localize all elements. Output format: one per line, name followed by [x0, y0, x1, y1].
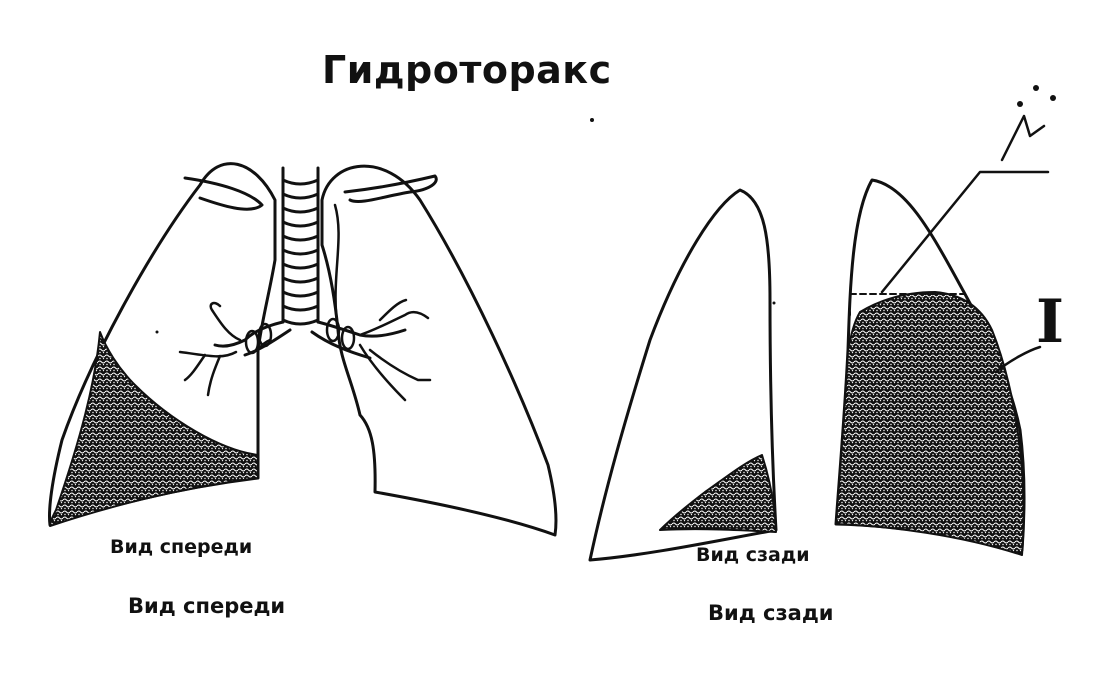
trachea-outline — [281, 166, 320, 324]
right-clavicle — [343, 174, 438, 203]
marker-two-glyph — [1000, 114, 1046, 162]
mediastinum-right — [333, 203, 340, 332]
left-bronchi-branches — [178, 301, 242, 397]
stray-dot-3 — [772, 301, 776, 305]
stray-dot — [590, 118, 594, 122]
front-fluid-shading — [49, 331, 259, 527]
marker-dot-b — [1033, 85, 1039, 91]
back-left-lung-outline — [588, 188, 778, 562]
leader-line-level-one — [994, 345, 1042, 374]
front-view-label-b: Вид спереди — [128, 594, 286, 618]
level-one-marker: I — [1036, 287, 1065, 357]
front-view-label-a: Вид спереди — [110, 536, 253, 558]
diagram-title: Гидроторакс — [322, 48, 612, 92]
back-view-group — [155, 85, 1056, 562]
back-view-label-a: Вид сзади — [696, 544, 810, 566]
trachea-rings — [281, 178, 320, 326]
marker-dot-c — [1050, 95, 1056, 101]
front-view-group — [48, 162, 558, 537]
mediastinum-left — [256, 338, 272, 352]
left-main-bronchus — [213, 320, 292, 357]
right-bronchi-branches — [358, 298, 432, 402]
leader-line-level-two — [880, 170, 1050, 294]
marker-dot-a — [1017, 101, 1023, 107]
front-left-lung-outline — [320, 164, 558, 537]
back-left-fluid-shading — [659, 454, 777, 533]
stray-dot-2 — [155, 330, 159, 334]
left-clavicle — [183, 176, 264, 211]
back-view-label-b: Вид сзади — [708, 601, 834, 625]
back-right-fluid-shading — [835, 291, 1025, 556]
